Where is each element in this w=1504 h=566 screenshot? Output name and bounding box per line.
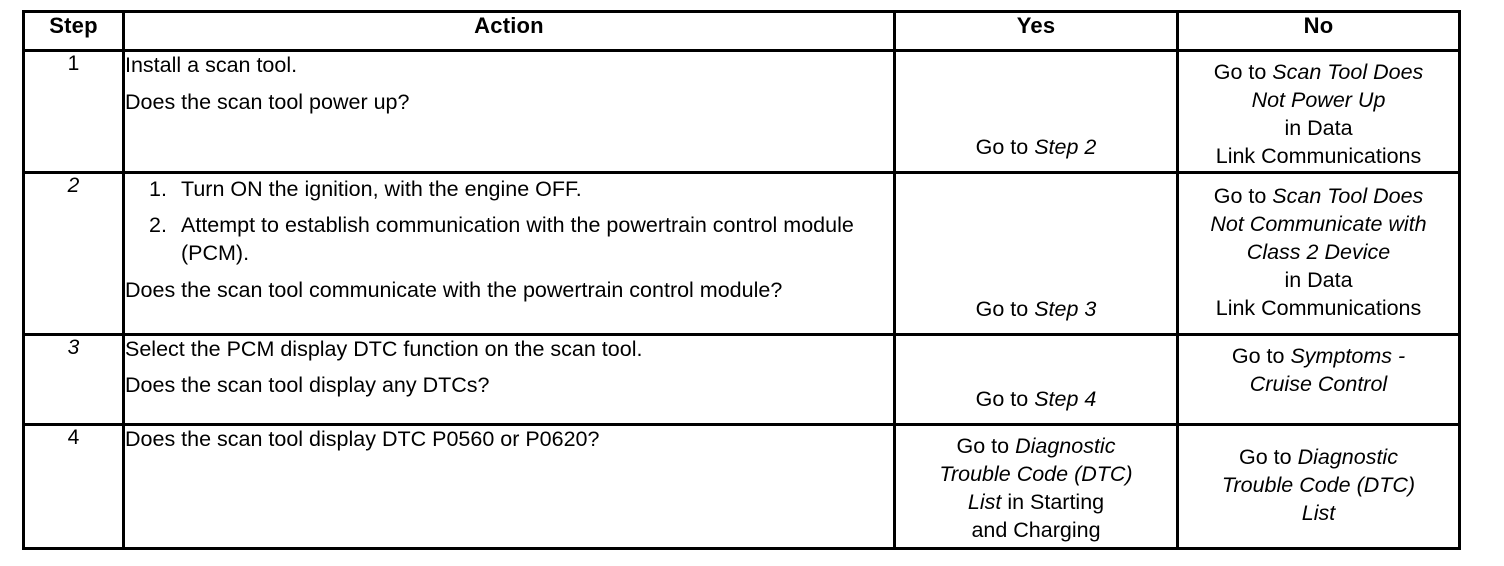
answer-line: in Data — [1179, 115, 1458, 143]
action-line: Does the scan tool display any DTCs? — [125, 373, 490, 398]
cell-step-number: 4 — [22, 422, 125, 550]
answer-line: Not Communicate with — [1179, 211, 1458, 239]
cell-action: Install a scan tool. Does the scan tool p… — [122, 49, 896, 174]
answer-reference: Trouble Code (DTC) — [939, 461, 1133, 486]
answer-line: List — [1179, 500, 1458, 528]
action-step-text: Turn ON the ignition, with the engine OF… — [181, 176, 582, 201]
answer-text: Go to — [1239, 445, 1298, 470]
answer-text: Link Communications — [1215, 143, 1422, 168]
cell-step-number: 2 — [22, 170, 125, 336]
column-header-no: No — [1176, 10, 1461, 52]
answer-reference: Step 4 — [1034, 386, 1097, 411]
answer-reference: Step 2 — [1034, 134, 1097, 159]
cell-yes-answer: Go to Step 2 — [893, 49, 1179, 174]
answer-reference: Scan Tool Does — [1272, 184, 1424, 209]
cell-step-number: 1 — [22, 49, 125, 174]
answer-reference: Diagnostic — [1297, 445, 1398, 470]
action-line: Does the scan tool display DTC P0560 or … — [125, 426, 600, 451]
action-step-item: 2. Attempt to establish communication wit… — [125, 212, 893, 267]
answer-line: Trouble Code (DTC) — [1179, 472, 1458, 500]
action-line: Does the scan tool power up? — [125, 89, 410, 114]
action-step-text: Attempt to establish communication with … — [181, 213, 854, 265]
cell-yes-answer: Go to Step 4 — [893, 332, 1179, 426]
header-row: Step Action Yes No — [22, 10, 1461, 52]
answer-reference: Step 3 — [1034, 296, 1097, 321]
answer-line: Go to Diagnostic — [896, 433, 1176, 461]
answer-text: Go to — [956, 433, 1016, 458]
answer-text: in Data — [1284, 115, 1353, 140]
answer-line: Go to Symptoms - — [1179, 343, 1458, 371]
answer-text: Go to — [1213, 184, 1273, 209]
action-step-number: 2. — [149, 213, 167, 238]
answer-line: Go to Step 3 — [896, 296, 1176, 324]
answer-reference: Trouble Code (DTC) — [1221, 473, 1416, 498]
action-line: Select the PCM display DTC function on t… — [125, 336, 643, 361]
action-line: Does the scan tool communicate with the … — [125, 278, 783, 303]
answer-text: Go to — [1231, 343, 1291, 368]
answer-line: Cruise Control — [1179, 371, 1458, 399]
answer-reference: Not Communicate with — [1210, 212, 1427, 237]
cell-step-number: 3 — [22, 332, 125, 426]
answer-line: Link Communications — [1179, 143, 1458, 171]
answer-reference: Cruise Control — [1249, 371, 1388, 396]
answer-reference: Class 2 Device — [1246, 240, 1391, 265]
answer-reference: Scan Tool Does — [1272, 60, 1424, 84]
column-header-yes: Yes — [893, 10, 1179, 52]
answer-text: in Starting — [1001, 489, 1105, 514]
answer-text: in Data — [1284, 268, 1353, 293]
answer-line: Go to Diagnostic — [1179, 444, 1458, 472]
answer-text: Go to — [975, 386, 1035, 411]
cell-yes-answer: Go to Step 3 — [893, 170, 1179, 336]
answer-line: List in Starting — [896, 489, 1176, 517]
answer-line: Go to Step 2 — [896, 134, 1176, 162]
table-header: Step Action Yes No — [22, 10, 1461, 52]
action-step-number: 1. — [149, 176, 167, 201]
answer-line: Link Communications — [1179, 295, 1458, 323]
column-header-action: Action — [122, 10, 896, 52]
answer-text: Link Communications — [1215, 296, 1422, 321]
answer-reference: Diagnostic — [1015, 433, 1116, 458]
answer-line: in Data — [1179, 267, 1458, 295]
cell-action: 1. Turn ON the ignition, with the engine … — [122, 170, 896, 336]
action-step-list: 1. Turn ON the ignition, with the engine … — [125, 176, 893, 268]
table-row: 2 1. Turn ON the ignition, with the engine… — [22, 170, 1461, 336]
answer-line: Go to Step 4 — [896, 386, 1176, 414]
answer-line: Go to Scan Tool Does — [1179, 183, 1458, 211]
answer-line: Class 2 Device — [1179, 239, 1458, 267]
answer-reference: List — [967, 489, 1002, 514]
answer-reference: List — [1301, 501, 1336, 526]
answer-text: Go to — [1213, 60, 1273, 84]
answer-line: Trouble Code (DTC) — [896, 461, 1176, 489]
answer-reference: Not Power Up — [1251, 87, 1386, 112]
answer-line: and Charging — [896, 517, 1176, 545]
answer-line: Go to Scan Tool Does — [1179, 59, 1458, 87]
cell-action: Select the PCM display DTC function on t… — [122, 332, 896, 426]
answer-line: Not Power Up — [1179, 87, 1458, 115]
answer-reference: Symptoms - — [1290, 343, 1406, 368]
action-step-item: 1. Turn ON the ignition, with the engine … — [125, 176, 893, 204]
action-line: Install a scan tool. — [125, 53, 298, 77]
cell-action: Does the scan tool display DTC P0560 or … — [122, 422, 896, 550]
answer-text: and Charging — [971, 517, 1101, 542]
answer-text: Go to — [975, 296, 1035, 321]
column-header-step: Step — [22, 10, 125, 52]
cell-no-answer: Go to Symptoms -Cruise Control — [1176, 332, 1461, 426]
answer-text: Go to — [975, 134, 1035, 159]
